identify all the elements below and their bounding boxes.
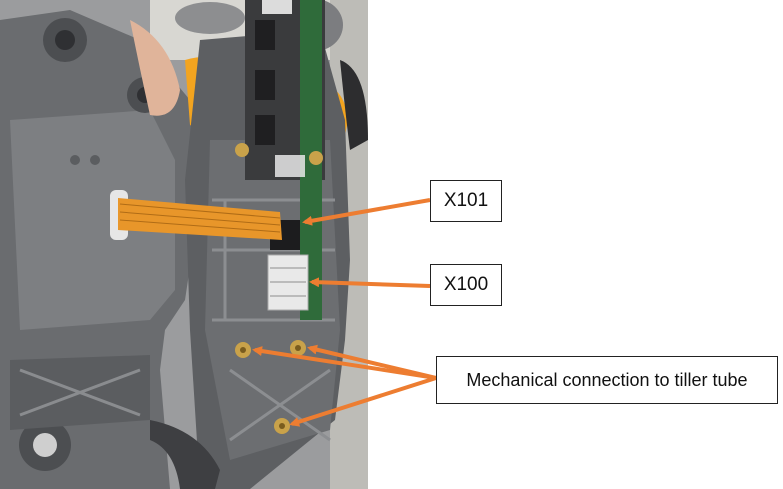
label-x101-text: X101 xyxy=(443,190,489,211)
label-x100-text: X100 xyxy=(443,274,489,295)
black-grip xyxy=(340,60,368,150)
black-cable xyxy=(150,420,220,489)
tiller-housing-photo: ↙ ↗ xyxy=(0,0,368,489)
finger xyxy=(130,20,180,116)
left-housing-half xyxy=(0,10,200,489)
label-mechanical-connection: Mechanical connection to tiller tube xyxy=(436,356,778,404)
label-mechanical-text: Mechanical connection to tiller tube xyxy=(466,369,748,390)
label-x100: X100 xyxy=(430,264,502,306)
plastic-clip xyxy=(275,155,305,177)
label-x101: X101 xyxy=(430,180,502,222)
ribbon-cable xyxy=(118,198,282,240)
pcb-board xyxy=(245,0,325,320)
grey-knob xyxy=(175,2,245,34)
